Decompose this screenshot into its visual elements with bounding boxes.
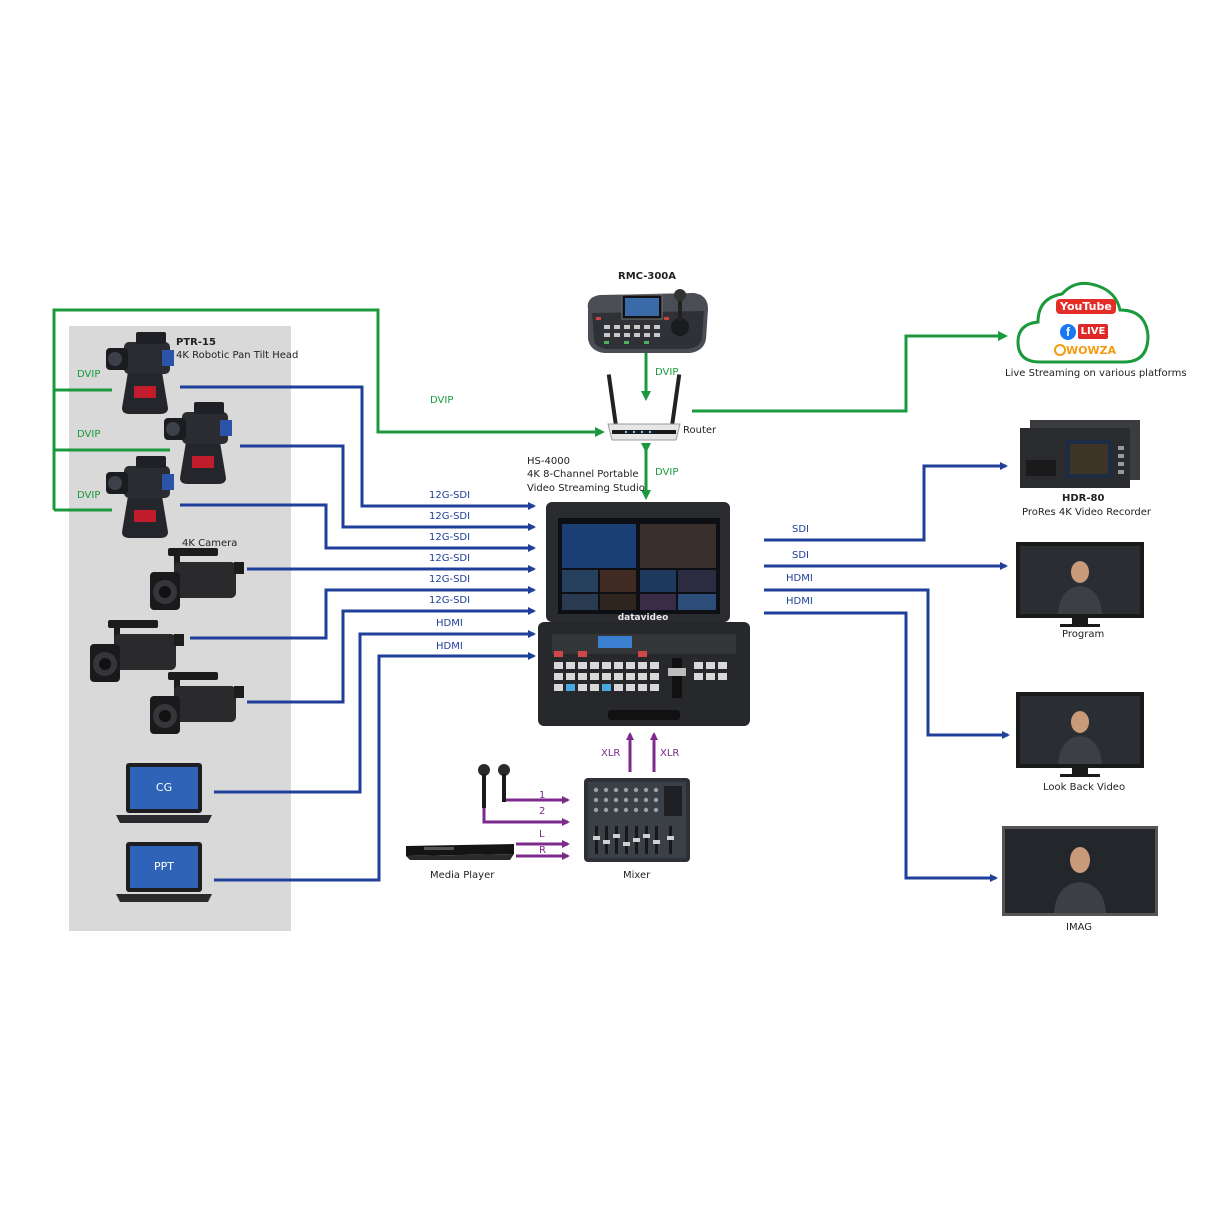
4k-camera-1: [150, 548, 246, 614]
dvip-label-router: DVIP: [430, 395, 454, 406]
output-lines: [764, 462, 1010, 882]
dvip-label-rmc: DVIP: [655, 367, 679, 378]
router: [606, 374, 682, 444]
audio-channel-1: 1: [539, 790, 546, 801]
imag-label: IMAG: [1066, 922, 1092, 933]
xlr-label-left: XLR: [601, 748, 621, 759]
input-label-1: 12G-SDI: [429, 490, 471, 501]
look-back-video-label: Look Back Video: [1043, 782, 1126, 793]
audio-mixer: [584, 774, 690, 866]
dvip-label-hs: DVIP: [655, 467, 679, 478]
dvip-lines: [52, 308, 1008, 512]
hdr-80-label: HDR-80: [1062, 493, 1105, 504]
output-label-1: SDI: [792, 524, 809, 535]
hs-4000-description-1: 4K 8-Channel Portable: [527, 469, 639, 480]
dvip-label-cam3: DVIP: [77, 490, 101, 501]
ptr-15-camera-3: [106, 452, 180, 540]
hs-4000-studio: [538, 502, 750, 728]
ptr-15-camera-1: [106, 328, 180, 416]
hdr-80-description: ProRes 4K Video Recorder: [1022, 507, 1152, 518]
facebook-icon: f: [1060, 324, 1076, 340]
wowza-text: WOWZA: [1066, 344, 1117, 357]
program-monitor: [1016, 542, 1144, 630]
facebook-live-badge: LIVE: [1078, 324, 1108, 339]
ppt-label: PPT: [154, 860, 174, 873]
input-label-3: 12G-SDI: [429, 532, 471, 543]
rmc-300a-controller: [584, 287, 710, 357]
ptr-15-label: PTR-15: [176, 337, 216, 348]
imag-screen: [1002, 826, 1158, 918]
media-player: [404, 840, 516, 862]
output-label-2: SDI: [792, 550, 809, 561]
input-label-2: 12G-SDI: [429, 511, 471, 522]
input-label-8: HDMI: [436, 641, 463, 652]
wowza-icon: [1054, 344, 1066, 356]
cg-label: CG: [155, 781, 173, 794]
live-streaming-label: Live Streaming on various platforms: [1005, 368, 1187, 379]
ppt-laptop: [116, 842, 212, 904]
output-label-4: HDMI: [786, 596, 813, 607]
4k-camera-label: 4K Camera: [182, 538, 238, 549]
youtube-text: YouTube: [1056, 299, 1116, 314]
4k-camera-3: [150, 672, 246, 738]
rmc-300a-label: RMC-300A: [618, 271, 676, 282]
dvip-label-cam1: DVIP: [77, 369, 101, 380]
4k-camera-2: [90, 620, 186, 686]
hs-4000-description-2: Video Streaming Studio: [527, 483, 645, 494]
audio-channel-2: 2: [539, 806, 546, 817]
media-player-label: Media Player: [430, 870, 495, 881]
look-back-monitor: [1016, 692, 1144, 780]
output-label-3: HDMI: [786, 573, 813, 584]
audio-channel-l: L: [539, 829, 545, 840]
input-label-7: HDMI: [436, 618, 463, 629]
mixer-label: Mixer: [623, 870, 651, 881]
xlr-label-right: XLR: [660, 748, 680, 759]
hs-4000-label: HS-4000: [527, 456, 570, 467]
youtube-logo: YouTube: [1056, 299, 1116, 317]
cg-laptop: [116, 763, 212, 825]
ptr-15-description: 4K Robotic Pan Tilt Head: [176, 350, 299, 361]
input-lines: [180, 385, 536, 882]
input-label-6: 12G-SDI: [429, 595, 471, 606]
hdr-80-recorder: [1018, 420, 1144, 490]
ptr-15-camera-2: [164, 398, 238, 486]
router-label: Router: [683, 425, 717, 436]
microphones: [474, 764, 514, 810]
dvip-label-cam2: DVIP: [77, 429, 101, 440]
hs-4000-brand: datavideo: [617, 613, 669, 623]
program-label: Program: [1062, 629, 1105, 640]
multiview-screen: [562, 524, 716, 610]
audio-channel-r: R: [539, 845, 546, 856]
input-label-5: 12G-SDI: [429, 574, 471, 585]
audio-lines: [482, 732, 658, 860]
input-label-4: 12G-SDI: [429, 553, 471, 564]
